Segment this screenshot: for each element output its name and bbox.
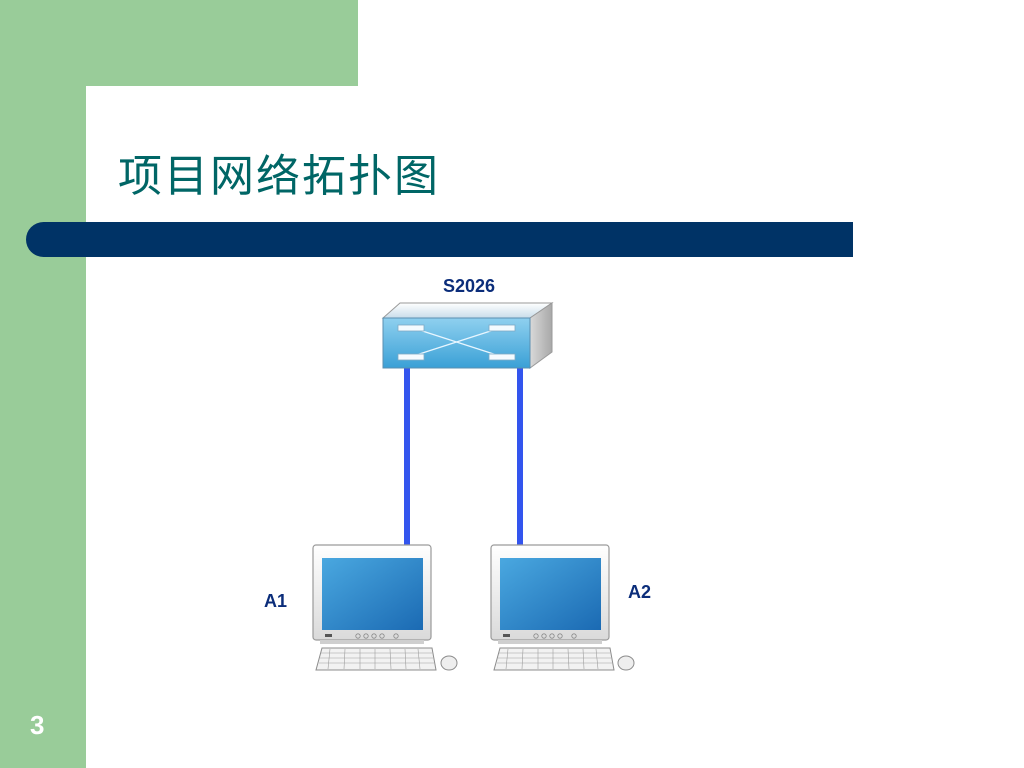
top-band	[0, 0, 358, 86]
left-sidebar	[0, 0, 86, 768]
computer-a2-label: A2	[628, 582, 652, 602]
title-underline-bar	[26, 222, 853, 257]
computer-a2-icon[interactable]	[490, 544, 635, 671]
computer-a1-icon[interactable]	[312, 544, 458, 671]
switch-icon[interactable]	[381, 302, 554, 369]
computer-a1-label: A1	[264, 591, 288, 611]
slide-title: 项目网络拓扑图	[118, 151, 440, 202]
switch-label: S2026	[443, 276, 496, 296]
slide-number: 3	[30, 710, 45, 740]
